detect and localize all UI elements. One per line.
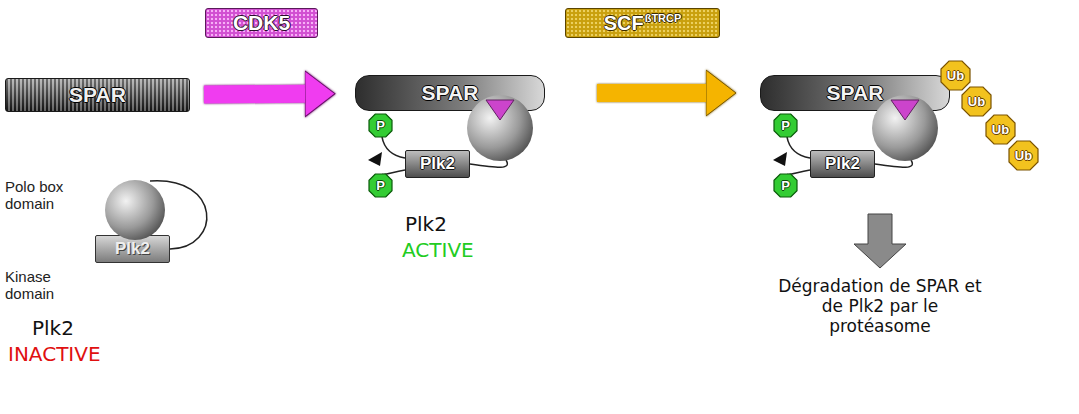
text-group: Plk2: [825, 154, 860, 174]
node-text: P: [781, 178, 790, 193]
protein-box: SPAR: [5, 78, 190, 112]
state-caption: INACTIVE: [8, 342, 148, 366]
kinase-box: CDK5: [205, 8, 318, 38]
text-group: Plk2: [115, 239, 150, 259]
node-text: Plk2: [825, 154, 860, 173]
text-group: P: [376, 178, 385, 193]
text-group: Ub: [947, 68, 964, 83]
phosphate-circle: P: [368, 173, 393, 198]
node-text: Ub: [968, 94, 985, 109]
node-text: SPAR: [827, 81, 884, 104]
phosphate-circle: P: [773, 113, 798, 138]
state-caption: ACTIVE: [402, 238, 522, 262]
text-group: SPAR: [69, 83, 126, 107]
kinase-domain-box: Plk2: [95, 235, 170, 263]
text-group: CDK5: [233, 11, 290, 35]
text-group: SPAR: [827, 81, 884, 105]
phosphate-circle: [774, 174, 797, 197]
ubiquitin-circle: Ub: [985, 114, 1016, 145]
phosphate-circle: [369, 114, 392, 137]
text-group: P: [781, 118, 790, 133]
state-caption: Plk2: [405, 212, 485, 236]
protein-box: SPAR: [355, 75, 545, 111]
kinase-domain-box: Plk2: [405, 150, 470, 178]
degradation-arrow: [854, 214, 906, 268]
phosphate-circle: P: [368, 113, 393, 138]
phospho-line: [787, 137, 810, 158]
ubiquitin-circle: Ub: [1008, 140, 1039, 171]
text-group: Plk2: [420, 154, 455, 174]
phospho-arrowhead: [773, 152, 787, 166]
node-text: P: [781, 118, 790, 133]
text-group: SPAR: [422, 81, 479, 105]
ubiquitin-circle: Ub: [940, 60, 971, 91]
text-group: SCFßTRCP: [604, 12, 682, 35]
phospho-arrowhead: [368, 152, 382, 166]
phosphate-circle: P: [773, 173, 798, 198]
protein-box: SPAR: [760, 75, 950, 111]
binding-triangle: [486, 100, 514, 120]
node-text: Plk2: [115, 239, 150, 258]
ubiquitin-circle: [1009, 141, 1038, 170]
linker-loop: [470, 160, 507, 167]
outcome-note: Dégradation de SPAR et de Plk2 par le pr…: [775, 276, 985, 336]
polo-box-domain: [105, 180, 165, 240]
node-text: Ub: [1015, 148, 1032, 163]
node-text: ßTRCP: [645, 12, 682, 24]
polo-box-domain: [872, 95, 938, 161]
node-text: SPAR: [422, 81, 479, 104]
phosphate-circle: [774, 114, 797, 137]
polo-box-domain: [467, 95, 533, 161]
text-group: Ub: [992, 122, 1009, 137]
text-group: P: [781, 178, 790, 193]
binding-triangle: [891, 100, 919, 120]
state-caption: Plk2: [32, 316, 112, 340]
text-group: Ub: [1015, 148, 1032, 163]
ubiquitin-circle: [986, 115, 1015, 144]
phospho-line: [382, 137, 405, 158]
node-text: SPAR: [69, 83, 126, 106]
node-text: Ub: [947, 68, 964, 83]
node-text: CDK5: [233, 11, 290, 34]
domain-label: Kinase domain: [5, 268, 85, 302]
ligase-box: SCFßTRCP: [565, 8, 720, 38]
node-text: Plk2: [420, 154, 455, 173]
linker-loop: [875, 160, 912, 167]
kinase-domain-box: Plk2: [810, 150, 875, 178]
ubiquitin-circle: Ub: [961, 86, 992, 117]
text-group: Ub: [968, 94, 985, 109]
node-text: P: [376, 118, 385, 133]
domain-label: Polo box domain: [5, 178, 85, 212]
phosphate-circle: [369, 174, 392, 197]
ubiquitin-circle: [941, 61, 970, 90]
reaction-arrow: [597, 84, 706, 102]
node-text: Ub: [992, 122, 1009, 137]
text-group: P: [376, 118, 385, 133]
reaction-arrow: [204, 85, 305, 104]
node-text: SCF: [604, 12, 644, 34]
ubiquitin-circle: [962, 87, 991, 116]
node-text: P: [376, 178, 385, 193]
